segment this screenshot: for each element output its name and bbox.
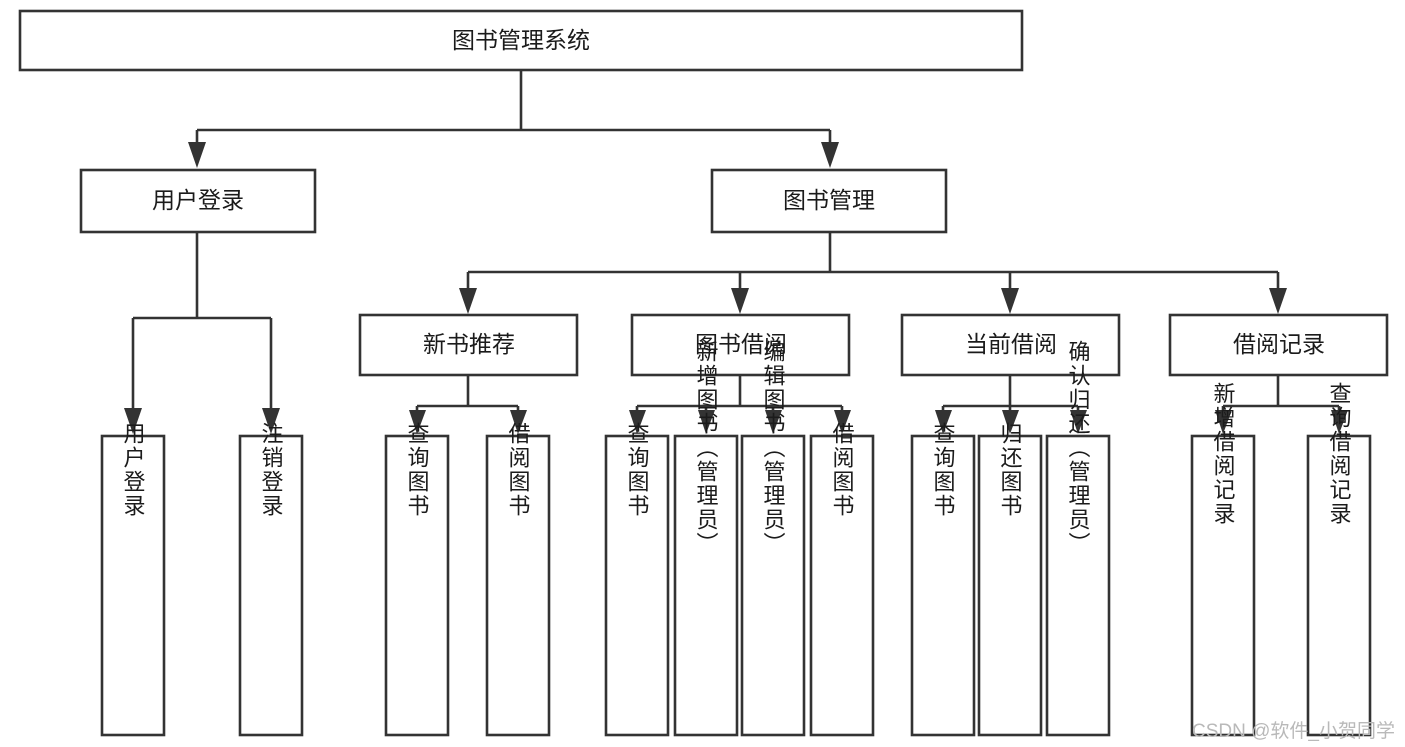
connector-group-current-borrow <box>935 375 1087 434</box>
connector-group-new-book <box>409 375 527 434</box>
leaf-current-borrow-1-label: 查询图书 <box>931 422 956 518</box>
leaf-book-borrow-2-label: 新增图书（管理员） <box>694 340 719 556</box>
leaf-book-borrow-3[interactable]: 编辑图书（管理员） <box>740 340 806 737</box>
arrowhead-level3-2 <box>731 288 749 314</box>
node-borrow-record-label: 借阅记录 <box>1233 331 1325 357</box>
leaf-book-borrow-2[interactable]: 新增图书（管理员） <box>673 340 739 737</box>
node-borrow-record-box[interactable] <box>1168 313 1389 377</box>
leaf-current-borrow-3[interactable]: 确认归还（管理员） <box>1045 340 1111 737</box>
arrowhead-level3-4 <box>1269 288 1287 314</box>
node-current-borrow[interactable]: 当前借阅 <box>900 313 1121 377</box>
connector-group-book-borrow <box>629 375 851 434</box>
csdn-watermark: CSDN @软件_小贺同学 <box>1192 721 1395 742</box>
leaf-current-borrow-2[interactable]: 归还图书 <box>977 422 1043 737</box>
leaf-book-borrow-1[interactable]: 查询图书 <box>604 422 670 737</box>
leaf-new-book-2-box[interactable] <box>485 434 551 737</box>
node-book-borrow-label: 图书借阅 <box>695 331 787 357</box>
node-user-login-box[interactable] <box>79 168 317 234</box>
arrowhead-bb-leaf-2 <box>698 410 715 434</box>
leaf-book-borrow-3-label: 编辑图书（管理员） <box>761 340 786 556</box>
leaf-current-borrow-3-label: 确认归还（管理员） <box>1066 340 1091 556</box>
node-root-label: 图书管理系统 <box>452 27 590 53</box>
arrowhead-user-login <box>188 142 206 168</box>
leaf-borrow-record-1-label: 新增借阅记录 <box>1211 382 1236 526</box>
leaf-user-login-1-label: 用户登录 <box>121 422 146 518</box>
leaf-book-borrow-4[interactable]: 借阅图书 <box>809 422 875 737</box>
node-book-borrow-box[interactable] <box>630 313 851 377</box>
leaf-user-login-1-box[interactable] <box>100 434 166 737</box>
leaf-current-borrow-1-box[interactable] <box>910 434 976 737</box>
arrowhead-level3-1 <box>459 288 477 314</box>
arrowhead-level3-3 <box>1001 288 1019 314</box>
node-book-manage-box[interactable] <box>710 168 948 234</box>
arrowhead-cb-leaf-1 <box>935 410 952 434</box>
node-current-borrow-label: 当前借阅 <box>965 331 1057 357</box>
node-new-book-recommend[interactable]: 新书推荐 <box>358 313 579 377</box>
node-new-book-recommend-box[interactable] <box>358 313 579 377</box>
leaf-current-borrow-2-box[interactable] <box>977 434 1043 737</box>
leaf-user-login-2-box[interactable] <box>238 434 304 737</box>
leaf-book-borrow-4-label: 借阅图书 <box>830 422 855 518</box>
leaf-book-borrow-4-box[interactable] <box>809 434 875 737</box>
leaf-book-borrow-1-label: 查询图书 <box>625 422 650 518</box>
leaf-borrow-record-2[interactable]: 查询借阅记录 <box>1306 382 1372 737</box>
node-book-borrow[interactable]: 图书借阅 <box>630 313 851 377</box>
arrowhead-cb-leaf-3 <box>1070 410 1087 434</box>
leaf-book-borrow-3-box[interactable] <box>740 434 806 737</box>
leaf-user-login-2-label: 注销登录 <box>259 422 284 518</box>
node-user-login-label: 用户登录 <box>152 187 244 213</box>
leaf-book-borrow-2-box[interactable] <box>673 434 739 737</box>
leaf-current-borrow-3-box[interactable] <box>1045 434 1111 737</box>
leaf-new-book-1-label: 查询图书 <box>405 422 430 518</box>
node-user-login[interactable]: 用户登录 <box>79 168 317 234</box>
leaf-new-book-2-label: 借阅图书 <box>506 422 531 518</box>
leaf-borrow-record-2-box[interactable] <box>1306 434 1372 737</box>
arrowhead-ul-leaf-2 <box>262 408 280 434</box>
node-book-manage-label: 图书管理 <box>783 187 875 213</box>
leaf-book-borrow-1-box[interactable] <box>604 434 670 737</box>
leaf-borrow-record-2-label: 查询借阅记录 <box>1327 382 1352 526</box>
leaf-new-book-1-box[interactable] <box>384 434 450 737</box>
leaf-current-borrow-1[interactable]: 查询图书 <box>910 422 976 737</box>
leaf-user-login-1[interactable]: 用户登录 <box>100 422 166 737</box>
node-current-borrow-box[interactable] <box>900 313 1121 377</box>
arrowhead-bb-leaf-1 <box>629 410 646 434</box>
arrowhead-bb-leaf-4 <box>834 410 851 434</box>
leaf-borrow-record-1[interactable]: 新增借阅记录 <box>1190 382 1256 737</box>
node-new-book-recommend-label: 新书推荐 <box>423 331 515 357</box>
arrowhead-cb-leaf-2 <box>1002 410 1019 434</box>
leaf-current-borrow-2-label: 归还图书 <box>998 422 1023 518</box>
node-root-box[interactable] <box>18 9 1024 72</box>
connector-group-book-manage <box>459 232 1287 314</box>
node-book-manage[interactable]: 图书管理 <box>710 168 948 234</box>
leaf-borrow-record-1-box[interactable] <box>1190 434 1256 737</box>
connector-group-root <box>188 70 839 168</box>
arrowhead-bb-leaf-3 <box>765 410 782 434</box>
node-borrow-record[interactable]: 借阅记录 <box>1168 313 1389 377</box>
leaf-new-book-1[interactable]: 查询图书 <box>384 422 450 737</box>
node-root[interactable]: 图书管理系统 <box>18 9 1024 72</box>
connector-group-user-login <box>124 232 280 434</box>
connector-group-borrow-record <box>1215 375 1348 434</box>
arrowhead-br-leaf-1 <box>1215 410 1232 434</box>
arrowhead-br-leaf-2 <box>1331 410 1348 434</box>
leaf-user-login-2[interactable]: 注销登录 <box>238 422 304 737</box>
arrowhead-book-manage <box>821 142 839 168</box>
arrowhead-nb-leaf-2 <box>510 410 527 434</box>
arrowhead-ul-leaf-1 <box>124 408 142 434</box>
arrowhead-nb-leaf-1 <box>409 410 426 434</box>
leaf-new-book-2[interactable]: 借阅图书 <box>485 422 551 737</box>
